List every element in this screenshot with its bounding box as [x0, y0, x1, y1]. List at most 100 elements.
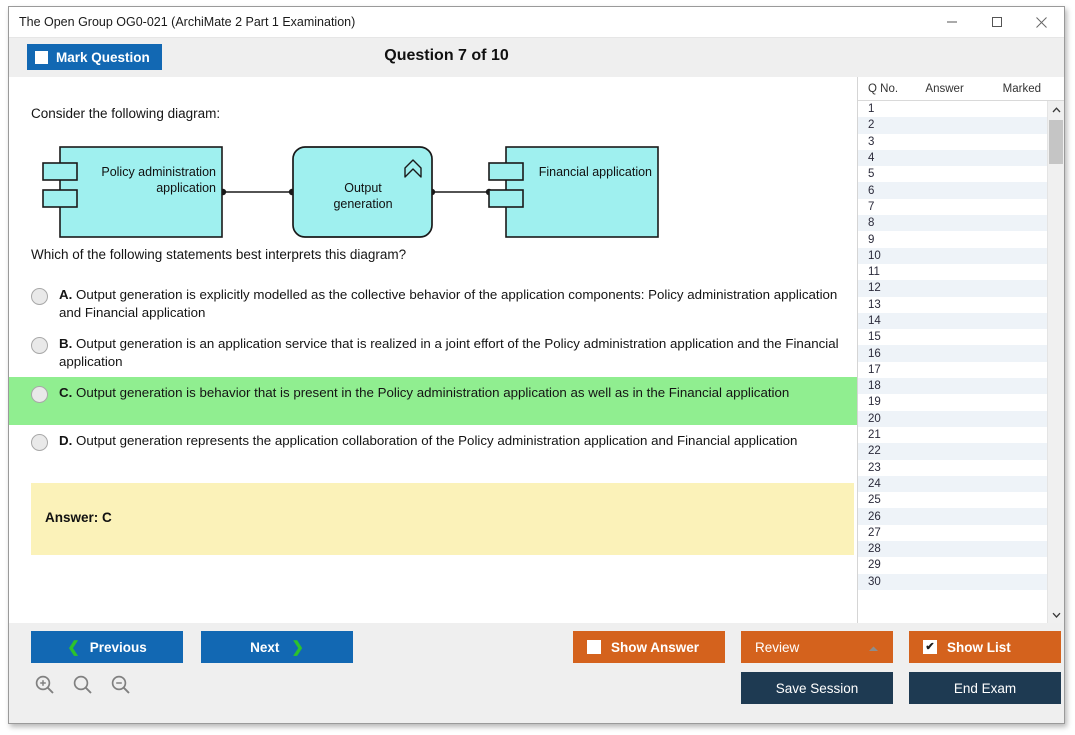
zoom-toolbar [31, 671, 133, 697]
table-row[interactable]: 6 [858, 182, 1048, 199]
show-answer-button[interactable]: Show Answer [573, 631, 725, 663]
table-row[interactable]: 5 [858, 166, 1048, 183]
option-b[interactable]: B. Output generation is an application s… [9, 328, 857, 377]
table-row[interactable]: 10 [858, 247, 1048, 264]
table-row[interactable]: 3 [858, 133, 1048, 150]
table-row[interactable]: 22 [858, 443, 1048, 460]
svg-text:generation: generation [333, 197, 392, 211]
close-icon[interactable] [1019, 7, 1064, 37]
option-a[interactable]: A. Output generation is explicitly model… [9, 279, 857, 328]
title-bar: The Open Group OG0-021 (ArchiMate 2 Part… [9, 7, 1064, 38]
svg-text:Output: Output [344, 181, 382, 195]
table-row[interactable]: 21 [858, 426, 1048, 444]
row-question-number: 14 [868, 315, 881, 327]
table-row[interactable]: 25 [858, 492, 1048, 509]
column-header-marked: Marked [1002, 82, 1041, 95]
show-answer-label: Show Answer [611, 639, 700, 655]
minimize-icon[interactable] [929, 7, 974, 37]
svg-text:Policy administration: Policy administration [101, 165, 216, 179]
row-question-number: 10 [868, 249, 881, 262]
mark-question-button[interactable]: Mark Question [27, 44, 162, 70]
exam-window: The Open Group OG0-021 (ArchiMate 2 Part… [8, 6, 1065, 724]
table-row[interactable]: 9 [858, 231, 1048, 248]
row-question-number: 26 [868, 510, 881, 523]
next-label: Next [250, 639, 280, 655]
table-row[interactable]: 2 [858, 117, 1048, 134]
radio-c[interactable] [31, 386, 48, 404]
table-row[interactable]: 19 [858, 394, 1048, 411]
row-question-number: 30 [868, 575, 881, 588]
chevron-right-icon: ❯ [291, 638, 304, 656]
row-question-number: 2 [868, 119, 875, 132]
table-row[interactable]: 14 [858, 312, 1048, 330]
table-row[interactable]: 24 [858, 475, 1048, 493]
option-d-letter: D. [59, 433, 73, 449]
show-list-button[interactable]: ✔ Show List [909, 631, 1061, 663]
window-title: The Open Group OG0-021 (ArchiMate 2 Part… [19, 15, 356, 29]
row-question-number: 12 [868, 282, 881, 295]
table-row[interactable]: 15 [858, 329, 1048, 346]
chevron-down-icon[interactable] [1048, 606, 1064, 623]
header-bar: Mark Question Question 7 of 10 [9, 38, 1064, 78]
table-row[interactable]: 7 [858, 198, 1048, 216]
row-question-number: 7 [868, 200, 875, 213]
radio-b[interactable] [31, 337, 48, 355]
chevron-up-icon[interactable] [1048, 101, 1064, 118]
show-list-checkbox[interactable]: ✔ [923, 640, 937, 654]
table-row[interactable]: 29 [858, 557, 1048, 574]
caret-up-icon [868, 644, 879, 654]
option-a-text: Output generation is explicitly modelled… [59, 287, 838, 320]
next-button[interactable]: Next ❯ [201, 631, 353, 663]
row-question-number: 1 [868, 103, 875, 116]
row-question-number: 16 [868, 347, 881, 360]
chevron-left-icon: ❮ [67, 638, 80, 656]
option-d[interactable]: D. Output generation represents the appl… [9, 425, 857, 473]
row-question-number: 17 [868, 363, 881, 376]
mark-question-checkbox[interactable] [35, 50, 48, 64]
question-intro: Consider the following diagram: [31, 106, 221, 121]
row-question-number: 27 [868, 526, 881, 539]
radio-a[interactable] [31, 288, 48, 305]
table-row[interactable]: 4 [858, 149, 1048, 167]
row-question-number: 19 [868, 396, 881, 409]
table-row[interactable]: 16 [858, 345, 1048, 362]
zoom-out-icon[interactable] [107, 671, 133, 697]
svg-text:application: application [156, 181, 216, 195]
end-exam-button[interactable]: End Exam [909, 672, 1061, 704]
table-row[interactable]: 28 [858, 541, 1048, 558]
save-session-button[interactable]: Save Session [741, 672, 893, 704]
maximize-icon[interactable] [974, 7, 1019, 37]
table-row[interactable]: 26 [858, 508, 1048, 525]
previous-button[interactable]: ❮ Previous [31, 631, 183, 663]
show-answer-checkbox[interactable] [587, 640, 601, 654]
mark-question-label: Mark Question [56, 49, 150, 65]
table-row[interactable]: 17 [858, 361, 1048, 379]
table-row[interactable]: 23 [858, 459, 1048, 476]
table-row[interactable]: 8 [858, 215, 1048, 232]
table-row[interactable]: 20 [858, 410, 1048, 427]
diagram-node-policy-administration-application: Policy administration application [42, 146, 223, 238]
table-row[interactable]: 27 [858, 524, 1048, 542]
review-dropdown[interactable]: Review [741, 631, 893, 663]
zoom-reset-icon[interactable] [69, 671, 95, 697]
answer-text: Answer: C [45, 510, 112, 525]
answer-options: A. Output generation is explicitly model… [9, 279, 857, 473]
table-row[interactable]: 18 [858, 378, 1048, 395]
row-question-number: 11 [868, 266, 880, 279]
option-c-text: Output generation is behavior that is pr… [76, 385, 790, 401]
radio-d[interactable] [31, 434, 48, 452]
table-row[interactable]: 12 [858, 280, 1048, 297]
scrollbar-thumb[interactable] [1049, 120, 1063, 164]
table-row[interactable]: 11 [858, 263, 1048, 281]
column-header-qno: Q No. [868, 82, 899, 95]
zoom-in-icon[interactable] [31, 671, 57, 697]
footer-toolbar: ❮ Previous Next ❯ Show Answer Review ✔ S… [9, 623, 1064, 723]
question-list-scrollbar[interactable] [1047, 101, 1064, 623]
option-c[interactable]: C. Output generation is behavior that is… [9, 377, 857, 426]
table-row[interactable]: 13 [858, 296, 1048, 313]
table-row[interactable]: 1 [858, 101, 1048, 118]
option-a-letter: A. [59, 287, 73, 302]
diagram-svg: Policy administration application Output… [42, 146, 659, 238]
table-row[interactable]: 30 [858, 573, 1048, 590]
